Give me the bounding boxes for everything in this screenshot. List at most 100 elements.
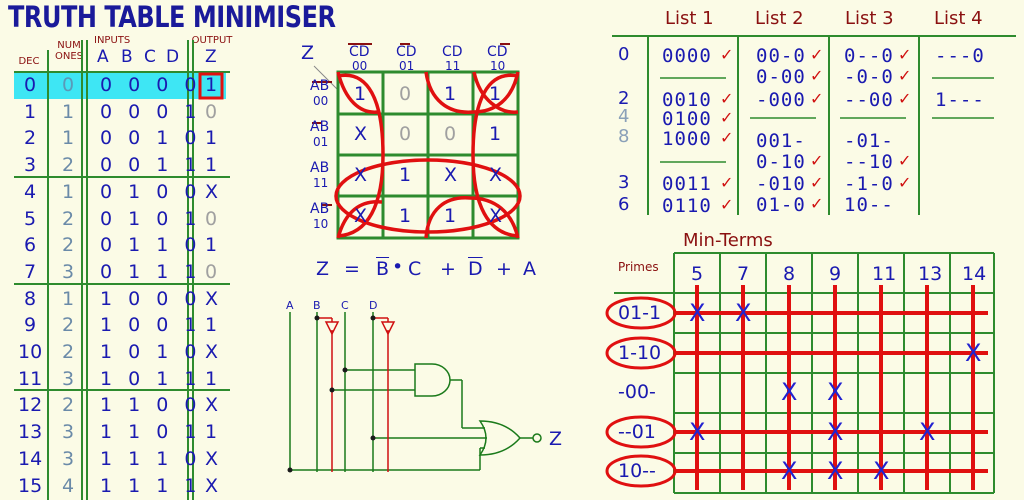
- dec-cell: 9: [24, 314, 37, 337]
- output-cell: X: [205, 474, 219, 497]
- list-group-number: 0: [618, 44, 630, 65]
- prime-implicant[interactable]: 10--: [618, 460, 656, 482]
- dec-cell: 4: [24, 180, 37, 203]
- minterm-column-header: 11: [872, 263, 897, 285]
- kmap-cell[interactable]: 1: [444, 205, 457, 227]
- list3-value: 0--0: [844, 45, 894, 67]
- dec-cell: 15: [18, 474, 43, 497]
- list3-value: -0-0: [844, 66, 894, 88]
- dec-cell: 0: [24, 74, 37, 96]
- kmap-row-code: 11: [313, 176, 329, 190]
- expr-plus-1: +: [440, 258, 456, 280]
- expr-d-bar: D: [468, 258, 483, 280]
- output-cell: X: [205, 447, 219, 470]
- output-z-header: Z: [205, 47, 217, 67]
- list3-value: 10--: [844, 194, 894, 216]
- check-icon: ✓: [898, 66, 912, 85]
- num-ones-cell: 0: [62, 74, 75, 96]
- kmap-cell[interactable]: 0: [399, 83, 412, 105]
- kmap-cell[interactable]: X: [354, 205, 368, 227]
- list-group-number: 6: [618, 194, 630, 215]
- input-bits-cell: 0 0 0 0: [100, 74, 202, 96]
- list4-value: 1---: [935, 89, 985, 111]
- check-icon: ✓: [810, 173, 824, 192]
- kmap-row-label: AB: [310, 160, 330, 176]
- input-c-header: C: [144, 47, 156, 67]
- minterm-column-header: 5: [691, 263, 704, 285]
- kmap-cell[interactable]: 1: [354, 83, 367, 105]
- num-ones-cell: 2: [62, 207, 75, 230]
- num-ones-cell: 1: [62, 100, 75, 123]
- output-cell: 1: [205, 234, 218, 257]
- kmap-cell[interactable]: 1: [489, 83, 502, 105]
- coverage-x-mark: X: [781, 457, 798, 485]
- num-ones-cell: 1: [62, 287, 75, 310]
- input-bits-cell: 1 1 1 0: [100, 447, 202, 470]
- input-bits-cell: 0 0 0 1: [100, 100, 202, 123]
- list2-value: 001-: [756, 130, 806, 152]
- dec-cell: 2: [24, 127, 37, 150]
- list3-value: --10: [844, 151, 894, 173]
- output-cell: 0: [205, 207, 218, 230]
- prime-implicant[interactable]: -00-: [618, 381, 656, 403]
- check-icon: ✓: [720, 128, 734, 147]
- output-cell: X: [205, 394, 219, 417]
- kmap-cell[interactable]: X: [489, 205, 503, 227]
- check-icon: ✓: [810, 66, 824, 85]
- dec-cell: 14: [18, 447, 43, 470]
- num-ones-cell: 2: [62, 394, 75, 417]
- kmap-cell[interactable]: 1: [399, 164, 412, 186]
- minterm-column-header: 7: [737, 263, 750, 285]
- kmap-cell[interactable]: X: [444, 164, 458, 186]
- check-icon: ✓: [810, 151, 824, 170]
- output-cell: 1: [205, 74, 218, 96]
- kmap-cell[interactable]: 1: [444, 83, 457, 105]
- kmap-cell[interactable]: X: [354, 164, 368, 186]
- kmap-cell[interactable]: X: [354, 123, 368, 145]
- expr-a: A: [523, 258, 536, 280]
- num-ones-cell: 2: [62, 341, 75, 363]
- coverage-x-mark: X: [919, 418, 936, 446]
- kmap-cell[interactable]: 1: [399, 205, 412, 227]
- check-icon: ✓: [720, 45, 734, 64]
- kmap-cell[interactable]: 0: [444, 123, 457, 145]
- num-ones-header: NUM ONES: [54, 40, 84, 62]
- num-ones-cell: 1: [62, 180, 75, 203]
- expr-dot: •: [392, 256, 404, 278]
- prime-implicant[interactable]: 1-10: [618, 342, 662, 364]
- circuit-output-label: Z: [549, 428, 563, 450]
- input-bits-cell: 0 1 1 0: [100, 234, 202, 257]
- primes-label: Primes: [618, 260, 659, 274]
- output-cell: 0: [205, 260, 218, 283]
- expr-c: C: [408, 258, 422, 280]
- kmap-cell[interactable]: 0: [399, 123, 412, 145]
- check-icon: ✓: [810, 194, 824, 213]
- kmap-row-label: AB: [310, 119, 330, 135]
- kmap-cell[interactable]: 1: [489, 123, 502, 145]
- input-bits-cell: 1 1 1 1: [100, 474, 202, 497]
- list3-value: -1-0: [844, 173, 894, 195]
- expr-b-bar: B: [376, 258, 390, 280]
- prime-implicant[interactable]: 01-1: [618, 302, 662, 324]
- kmap-col-label: CD: [487, 44, 508, 60]
- kmap-row-code: 01: [313, 135, 329, 149]
- kmap-cell[interactable]: X: [489, 164, 503, 186]
- prime-implicant[interactable]: --01: [618, 421, 656, 443]
